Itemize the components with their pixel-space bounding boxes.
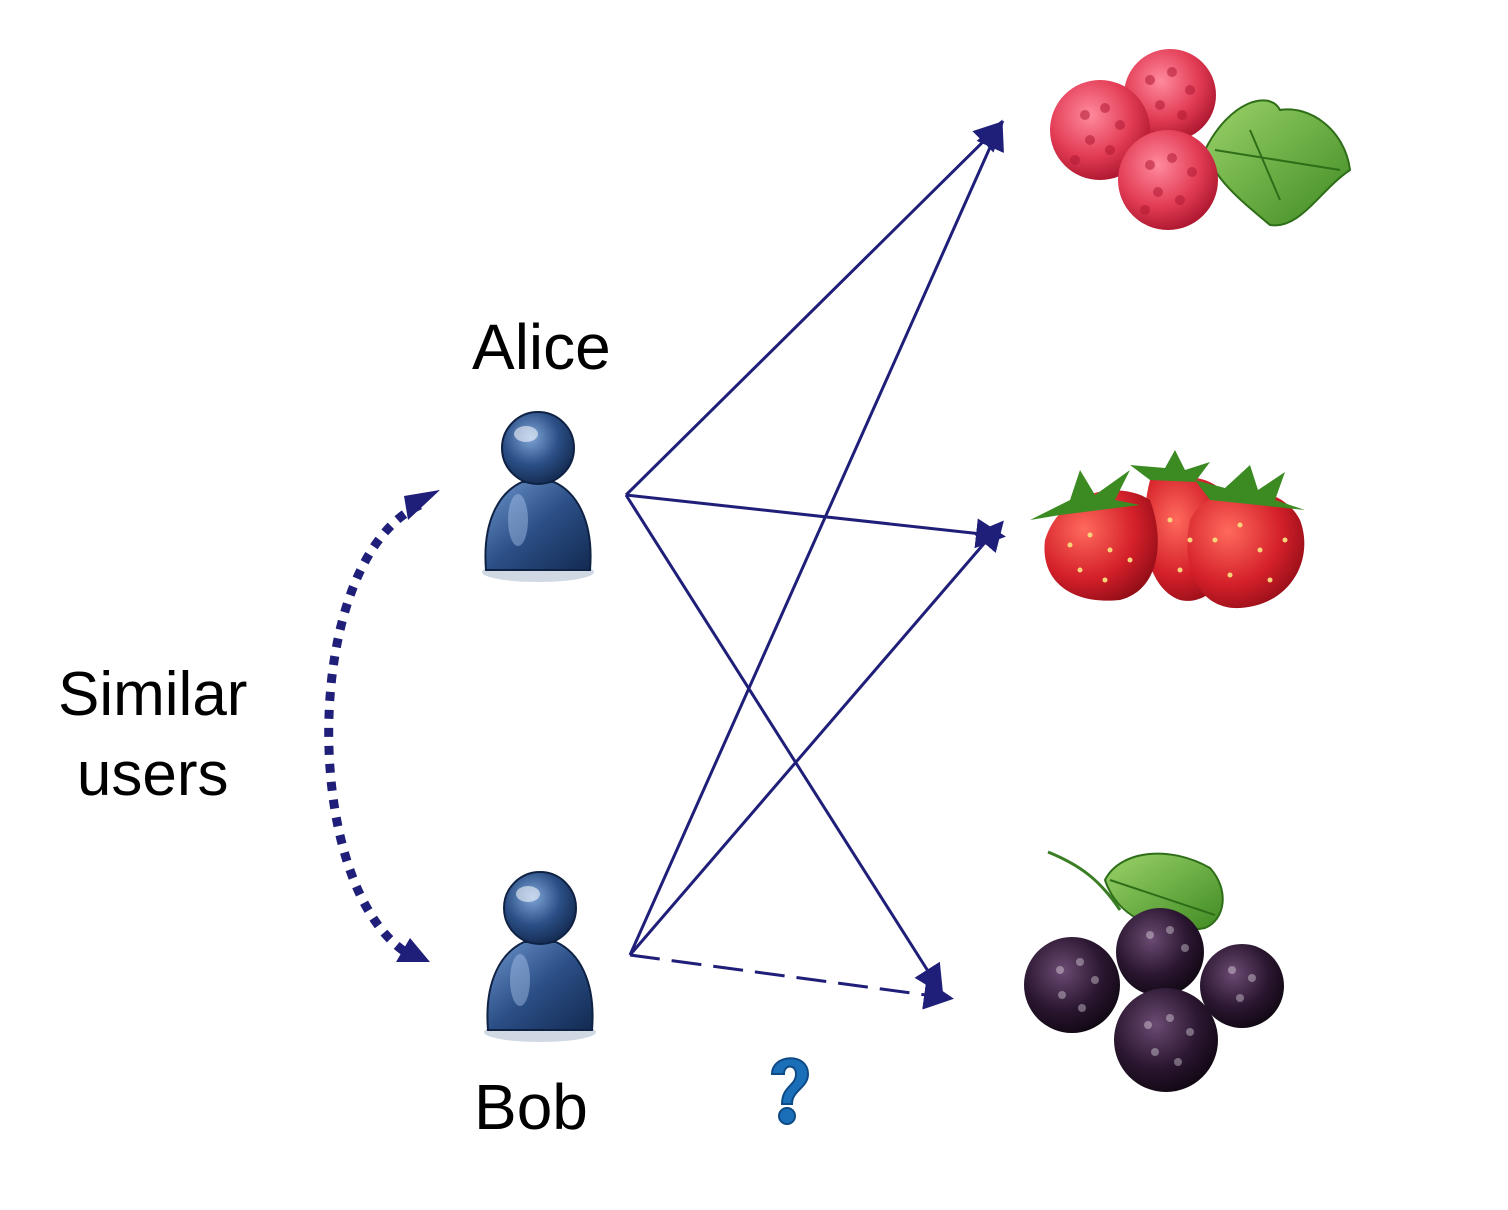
arrowhead-top	[404, 490, 440, 520]
question-mark-icon	[770, 1057, 810, 1125]
edge-bob-strawberries	[628, 520, 1004, 956]
edge-bob-raspberries	[628, 119, 1004, 956]
strawberry-icon	[1030, 450, 1305, 609]
edge-alice-strawberries	[625, 493, 1006, 549]
bob-user-icon	[484, 871, 596, 1042]
edge-alice-raspberries	[624, 120, 1005, 497]
edges	[624, 119, 1006, 1010]
alice-label: Alice	[472, 311, 611, 383]
edge-bob-blackberries-unknown	[629, 953, 954, 1010]
similarity-curve	[324, 500, 422, 959]
edge-alice-blackberries	[624, 494, 944, 996]
arrowhead-bottom	[396, 938, 430, 962]
blackberry-icon	[1024, 850, 1284, 1092]
alice-user-icon	[482, 411, 594, 582]
raspberry-icon	[1050, 49, 1352, 230]
similar-users-label: Similar users	[58, 660, 248, 809]
similarity-arc	[324, 490, 440, 962]
bob-label: Bob	[474, 1071, 588, 1143]
